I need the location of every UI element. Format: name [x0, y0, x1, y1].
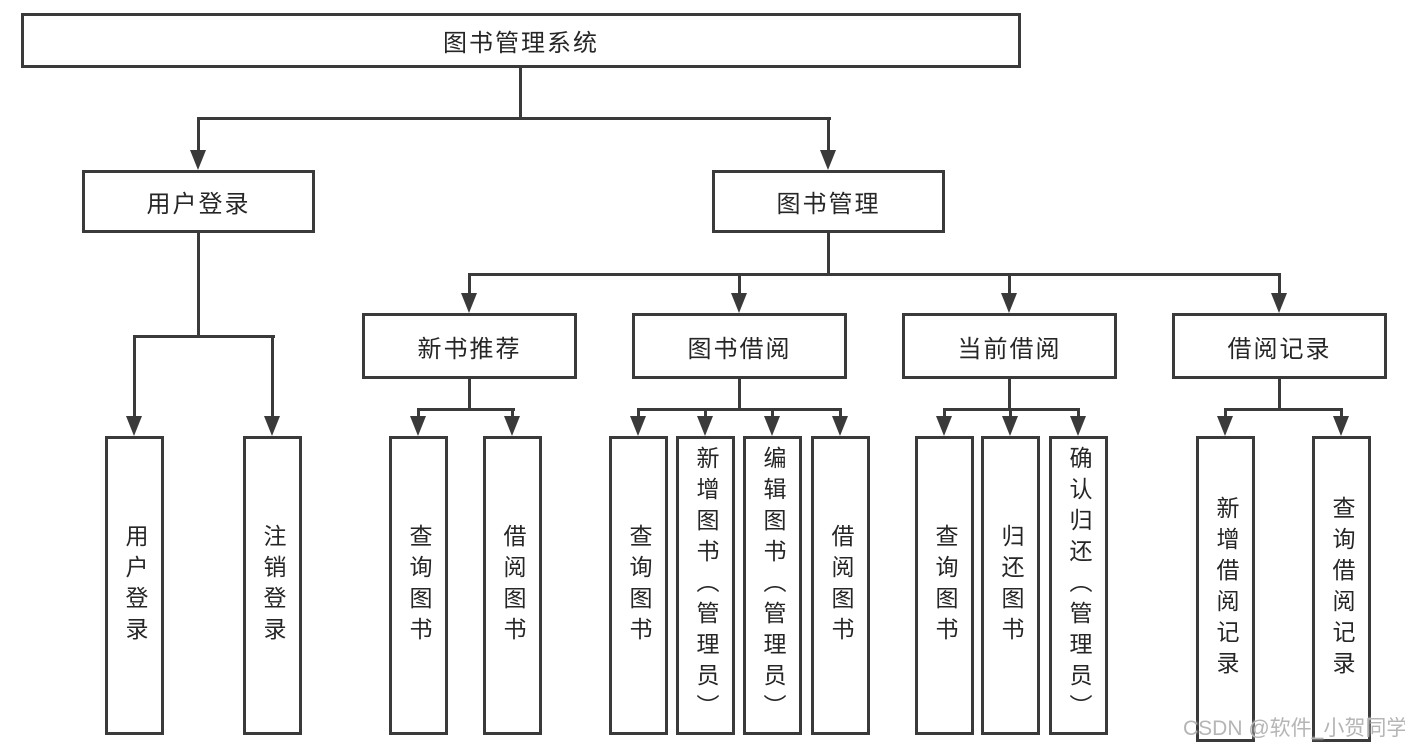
arrow-down-icon	[697, 416, 713, 436]
connector-stem	[704, 408, 707, 418]
leaf-query-books-borrow: 查询图书	[609, 436, 668, 735]
connector-stem-new-book	[468, 273, 471, 295]
node-root: 图书管理系统	[21, 13, 1021, 68]
arrow-down-icon	[1271, 293, 1287, 313]
leaf-edit-book-admin: 编辑图书（管理员）	[743, 436, 802, 735]
leaf-borrow-books-2-label: 借阅图书	[828, 523, 854, 648]
connector-book-borrow-branch	[637, 408, 842, 411]
arrow-down-icon	[461, 293, 477, 313]
connector-stem	[637, 408, 640, 418]
node-user-login: 用户登录	[82, 170, 315, 233]
connector-book-management-drop	[827, 232, 830, 273]
leaf-return-book: 归还图书	[981, 436, 1040, 735]
leaf-query-books-current-label: 查询图书	[932, 523, 958, 648]
connector-level1-branch	[197, 117, 831, 120]
leaf-query-books-current: 查询图书	[915, 436, 974, 735]
connector-stem-leaf-logout	[271, 335, 274, 418]
node-borrow-records: 借阅记录	[1172, 313, 1387, 379]
node-book-management-label: 图书管理	[776, 191, 881, 218]
leaf-confirm-return-admin: 确认归还（管理员）	[1049, 436, 1108, 735]
connector-stem	[839, 408, 842, 418]
connector-borrow-records-drop	[1278, 379, 1281, 408]
connector-user-login-branch	[133, 335, 275, 338]
leaf-add-borrow-record: 新增借阅记录	[1196, 436, 1255, 742]
leaf-query-books-recommend: 查询图书	[389, 436, 448, 735]
leaf-logout-label: 注销登录	[260, 523, 286, 648]
node-root-label: 图书管理系统	[443, 30, 599, 57]
connector-new-book-branch	[417, 408, 515, 411]
node-current-borrow-label: 当前借阅	[957, 335, 1062, 363]
leaf-query-borrow-record-label: 查询借阅记录	[1329, 496, 1355, 682]
leaf-edit-book-admin-label: 编辑图书（管理员）	[760, 446, 786, 725]
connector-stem	[1009, 408, 1012, 418]
connector-user-login-drop	[197, 233, 200, 335]
leaf-borrow-books-recommend-label: 借阅图书	[500, 523, 526, 648]
arrow-down-icon	[1001, 293, 1017, 313]
arrow-down-icon	[190, 150, 206, 170]
connector-stem-book-management	[827, 117, 830, 152]
leaf-add-book-admin: 新增图书（管理员）	[676, 436, 735, 735]
connector-stem-borrow-records	[1278, 273, 1281, 295]
arrow-down-icon	[1002, 416, 1018, 436]
connector-root-drop	[519, 68, 522, 117]
node-user-login-label: 用户登录	[146, 191, 251, 218]
arrow-down-icon	[764, 416, 780, 436]
csdn-watermark: CSDN @软件_小贺同学	[1183, 717, 1405, 740]
connector-level2-branch	[468, 273, 1281, 276]
node-new-book-recommend-label: 新书推荐	[417, 335, 522, 363]
connector-current-borrow-drop	[1008, 379, 1011, 408]
arrow-down-icon	[1217, 416, 1233, 436]
connector-borrow-records-branch	[1224, 408, 1343, 411]
node-current-borrow: 当前借阅	[902, 313, 1117, 379]
connector-stem-book-borrow	[738, 273, 741, 295]
leaf-logout: 注销登录	[243, 436, 302, 735]
leaf-query-borrow-record: 查询借阅记录	[1312, 436, 1371, 742]
leaf-confirm-return-admin-label: 确认归还（管理员）	[1066, 446, 1092, 725]
connector-stem-current-borrow	[1008, 273, 1011, 295]
arrow-down-icon	[731, 293, 747, 313]
leaf-add-book-admin-label: 新增图书（管理员）	[693, 446, 719, 725]
leaf-return-book-label: 归还图书	[998, 523, 1024, 648]
arrow-down-icon	[832, 416, 848, 436]
arrow-down-icon	[126, 416, 142, 436]
arrow-down-icon	[410, 416, 426, 436]
connector-stem	[1224, 408, 1227, 418]
connector-stem-user-login	[197, 117, 200, 152]
arrow-down-icon	[1070, 416, 1086, 436]
connector-stem	[511, 408, 514, 418]
connector-new-book-drop	[468, 379, 471, 408]
node-book-management: 图书管理	[712, 170, 945, 233]
connector-stem	[1340, 408, 1343, 418]
connector-stem-leaf-user-login	[133, 335, 136, 418]
arrow-down-icon	[936, 416, 952, 436]
leaf-user-login: 用户登录	[105, 436, 164, 735]
arrow-down-icon	[630, 416, 646, 436]
leaf-user-login-label: 用户登录	[122, 523, 148, 648]
arrow-down-icon	[264, 416, 280, 436]
node-book-borrow: 图书借阅	[632, 313, 847, 379]
arrow-down-icon	[504, 416, 520, 436]
leaf-query-books-recommend-label: 查询图书	[406, 523, 432, 648]
connector-stem	[771, 408, 774, 418]
connector-stem	[1077, 408, 1080, 418]
connector-stem	[417, 408, 420, 418]
node-book-borrow-label: 图书借阅	[687, 335, 792, 363]
arrow-down-icon	[820, 150, 836, 170]
node-borrow-records-label: 借阅记录	[1227, 335, 1332, 363]
connector-book-borrow-drop	[738, 379, 741, 408]
connector-stem	[943, 408, 946, 418]
leaf-add-borrow-record-label: 新增借阅记录	[1213, 496, 1239, 682]
arrow-down-icon	[1333, 416, 1349, 436]
node-new-book-recommend: 新书推荐	[362, 313, 577, 379]
leaf-borrow-books-recommend: 借阅图书	[483, 436, 542, 735]
leaf-borrow-books-2: 借阅图书	[811, 436, 870, 735]
leaf-query-books-borrow-label: 查询图书	[626, 523, 652, 648]
